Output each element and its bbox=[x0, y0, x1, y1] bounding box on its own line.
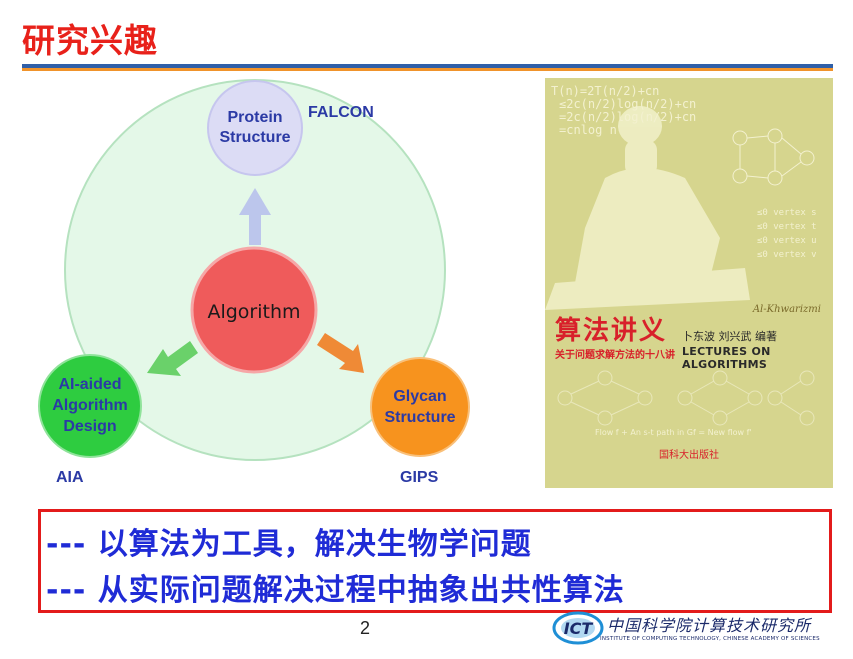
top-node-protein: Protein Structure bbox=[207, 80, 303, 176]
book-statue-illustration bbox=[545, 106, 815, 426]
book-formula-3: =2c(n/2)log(n/2)+cn bbox=[559, 110, 697, 124]
arrow-right-icon bbox=[317, 333, 364, 373]
book-vertex-1: ≤0 vertex s bbox=[757, 208, 817, 218]
book-subtitle-cn: 关于问题求解方法的十八讲 bbox=[555, 350, 675, 361]
bullet-line-1: --- 以算法为工具，解决生物学问题 bbox=[46, 527, 532, 562]
right-node-line-1: Glycan bbox=[393, 388, 446, 405]
summary-box bbox=[38, 509, 832, 613]
left-node-line-2: Algorithm bbox=[52, 397, 128, 414]
title-rule-blue bbox=[22, 64, 833, 68]
right-node-line-2: Structure bbox=[384, 409, 455, 426]
book-vertex-3: ≤0 vertex u bbox=[757, 236, 817, 246]
center-node-algorithm: Algorithm bbox=[190, 246, 318, 374]
book-authors: 卜东波 刘兴武 编著 bbox=[682, 330, 777, 343]
research-diagram: Algorithm Protein Structure FALCON AI-ai… bbox=[38, 79, 470, 486]
book-flow-caption: Flow f + An s-t path in Gf = New flow f' bbox=[595, 428, 752, 437]
book-cover: T(n)=2T(n/2)+cn ≤2c(n/2)log(n/2)+cn =2c(… bbox=[545, 78, 833, 488]
book-publisher: 国科大出版社 bbox=[659, 450, 719, 461]
institute-name-cn: 中国科学院计算技术研究所 bbox=[607, 616, 812, 635]
top-node-line-1: Protein bbox=[227, 109, 282, 126]
book-formula-4: =cnlog n bbox=[559, 123, 617, 137]
book-title-en: LECTURES ON ALGORITHMS bbox=[682, 345, 771, 371]
title-rule-orange bbox=[22, 68, 833, 71]
left-node-line-3: Design bbox=[63, 418, 116, 435]
book-formula-1: T(n)=2T(n/2)+cn bbox=[551, 84, 660, 98]
right-node-glycan: Glycan Structure bbox=[370, 357, 470, 457]
arrow-up-icon bbox=[239, 188, 271, 245]
page-title: 研究兴趣 bbox=[22, 21, 158, 60]
ict-logo-text: ICT bbox=[564, 619, 594, 638]
institute-name-en: INSTITUTE OF COMPUTING TECHNOLOGY, CHINE… bbox=[600, 636, 820, 642]
top-node-line-2: Structure bbox=[219, 129, 290, 146]
book-formula-2: ≤2c(n/2)log(n/2)+cn bbox=[559, 97, 697, 111]
ict-logo-icon: ICT bbox=[552, 611, 604, 645]
right-tag-gips: GIPS bbox=[400, 469, 439, 486]
left-node-line-1: AI-aided bbox=[58, 376, 121, 393]
arrow-left-icon bbox=[147, 341, 198, 376]
page-number: 2 bbox=[360, 618, 371, 638]
top-tag-falcon: FALCON bbox=[308, 104, 374, 121]
left-node-aia: AI-aided Algorithm Design bbox=[38, 354, 142, 458]
book-vertex-4: ≤0 vertex v bbox=[757, 250, 817, 260]
center-node-label: Algorithm bbox=[207, 301, 300, 323]
book-title-cn: 算法讲义 bbox=[555, 316, 668, 346]
book-signature: Al-Khwarizmi bbox=[752, 304, 821, 315]
bullet-line-2: --- 从实际问题解决过程中抽象出共性算法 bbox=[46, 573, 625, 608]
left-tag-aia: AIA bbox=[56, 469, 84, 486]
book-vertex-2: ≤0 vertex t bbox=[757, 222, 817, 232]
